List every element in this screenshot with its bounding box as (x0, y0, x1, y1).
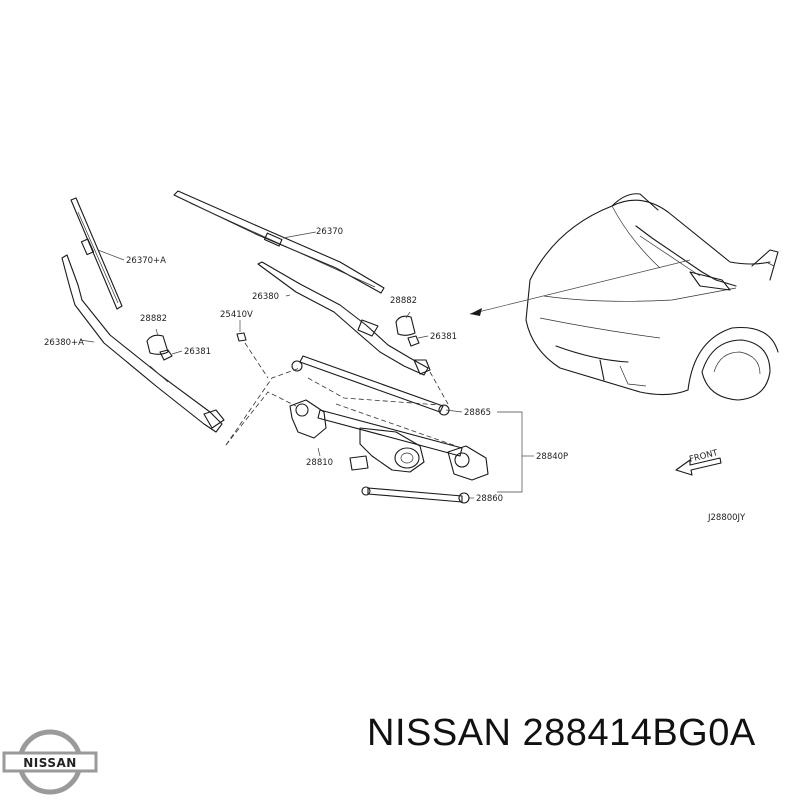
label-26370: 26370 (316, 227, 343, 237)
label-26380: 26380 (252, 292, 279, 302)
reference-code: J28800JY (707, 513, 746, 523)
vehicle-sketch (469, 193, 779, 401)
label-25410v: 25410V (220, 310, 253, 320)
wiper-blade-right (173, 190, 385, 294)
wiper-linkage (289, 355, 489, 504)
label-26380a: 26380+A (44, 338, 84, 348)
nut-left (159, 349, 173, 361)
part-labels: 26370 26370+A 26380 26380+A 28882 28882 … (44, 227, 746, 523)
label-26381-left: 26381 (184, 347, 211, 357)
nissan-logo-text: NISSAN (23, 756, 77, 770)
cap-right (395, 315, 416, 336)
label-26381-right: 26381 (430, 332, 457, 342)
part-number-title: NISSAN 288414BG0A (367, 712, 756, 754)
cap-left (146, 334, 169, 355)
wiper-arm-right (257, 261, 431, 376)
grommet-25410v (236, 332, 247, 342)
leader-lines (79, 231, 534, 499)
label-28810: 28810 (306, 458, 333, 468)
label-26370a: 26370+A (126, 256, 166, 266)
label-28865: 28865 (464, 408, 491, 418)
front-direction-arrow (675, 457, 722, 476)
nut-right (407, 335, 420, 347)
wiper-blade-left (70, 197, 123, 310)
label-28840p: 28840P (536, 452, 568, 462)
label-28882-left: 28882 (140, 314, 167, 324)
label-28860: 28860 (476, 494, 503, 504)
label-28882-right: 28882 (390, 296, 417, 306)
nissan-logo: NISSAN (2, 729, 98, 795)
connection-lines (225, 342, 457, 447)
label-front: FRONT (688, 448, 719, 465)
wiper-arm-left (61, 254, 225, 433)
